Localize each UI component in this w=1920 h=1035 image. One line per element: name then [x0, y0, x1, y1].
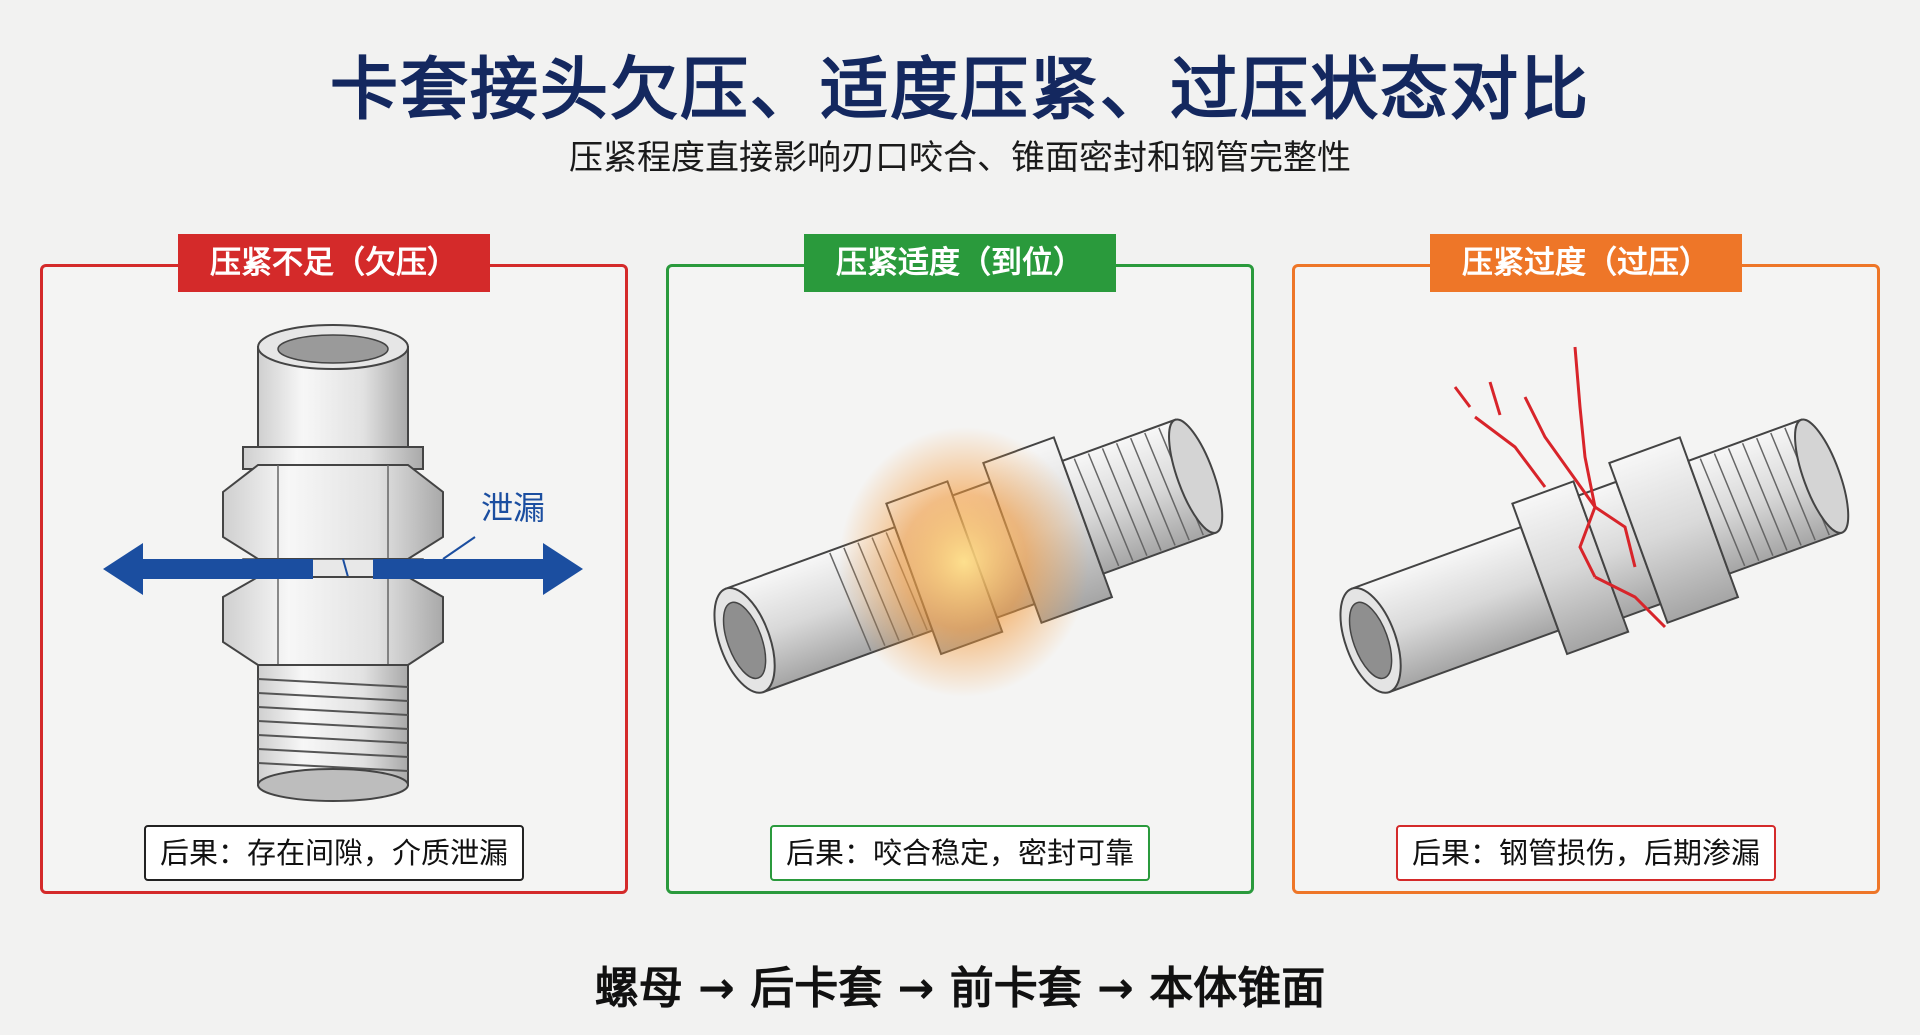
crack-lines	[1453, 346, 1667, 629]
assembly-sequence: 螺母 → 后卡套 → 前卡套 → 本体锥面	[594, 963, 1326, 1014]
leak-annotation: 泄漏	[481, 489, 545, 527]
under-compression-fitting-illustration: 泄漏	[103, 324, 583, 802]
over-compression-fitting-illustration	[1339, 346, 1850, 694]
panel-over-compression: 压紧过度（过压）	[1292, 234, 1880, 894]
proper-compression-fitting-illustration	[713, 418, 1224, 697]
panel-ok-label: 压紧适度（到位）	[804, 234, 1116, 292]
panel-under-result: 后果：存在间隙，介质泄漏	[143, 825, 525, 881]
panel-under-compression: 压紧不足（欠压）	[40, 234, 628, 894]
panel-ok-result: 后果：咬合稳定，密封可靠	[769, 825, 1151, 881]
panel-over-result: 后果：钢管损伤，后期渗漏	[1395, 825, 1777, 881]
panel-over-label: 压紧过度（过压）	[1430, 234, 1742, 292]
panel-proper-compression: 压紧适度（到位）	[666, 234, 1254, 894]
page-title: 卡套接头欠压、适度压紧、过压状态对比	[329, 51, 1590, 130]
panel-under-label: 压紧不足（欠压）	[178, 234, 490, 292]
page-subtitle: 压紧程度直接影响刃口咬合、锥面密封和钢管完整性	[569, 138, 1351, 178]
